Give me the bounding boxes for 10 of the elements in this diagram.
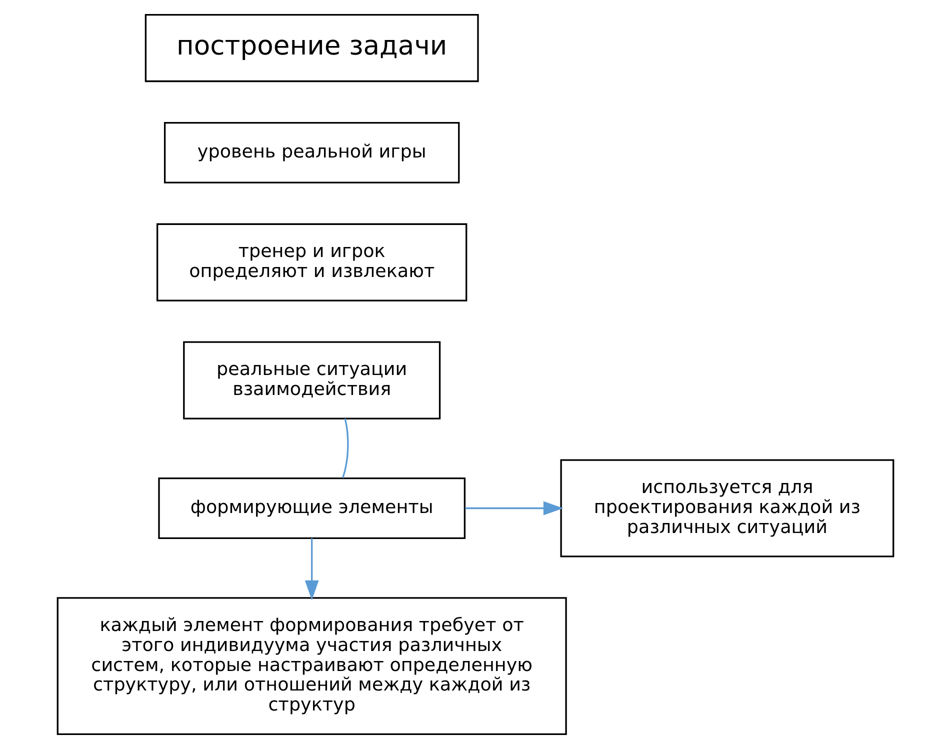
node-box: формирующие элементы [158, 478, 466, 539]
arrow [465, 501, 564, 516]
node-box: каждый элемент формирования требует от этого индивидуума участия различных систем, которые настраивают определенную структуру, или отношений между каждой из структур [56, 597, 567, 736]
node-box: уровень реальной игры [164, 122, 460, 184]
node-box: построение задачи [144, 14, 479, 82]
connector [342, 418, 349, 478]
node-box: тренер и игрок определяют и извлекают [156, 223, 468, 302]
node-box: используется для проектирования каждой из различных ситуаций [560, 459, 894, 558]
node-box: реальные ситуации взаимодействия [183, 341, 441, 420]
arrow [304, 538, 319, 600]
